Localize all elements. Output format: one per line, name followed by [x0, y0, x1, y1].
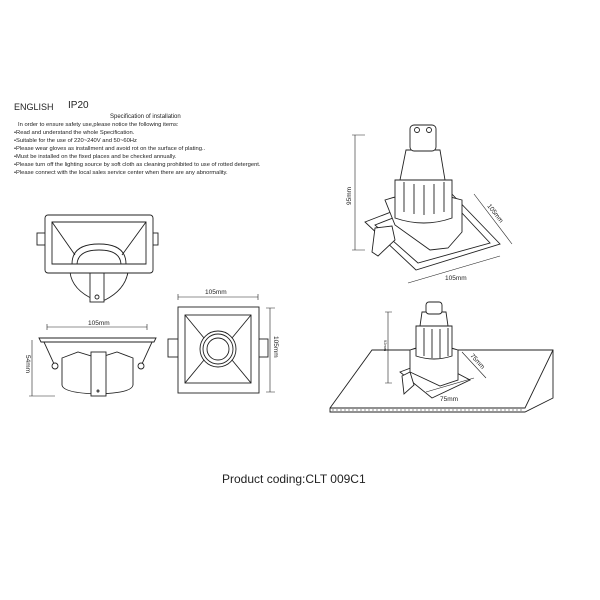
ip-rating: IP20 [68, 100, 89, 111]
front-height-label: 54mm [24, 355, 31, 373]
product-coding: Product coding:CLT 009C1 [222, 472, 366, 486]
spec-item: •Must be installed on the fixed places a… [14, 154, 177, 160]
front-view-drawing: 105mm 54mm [24, 320, 157, 397]
isometric-view-drawing: 95mm 105mm 105mm [346, 124, 513, 284]
spec-item: •Please connect with the local sales ser… [14, 170, 228, 176]
spec-item: •Suitable for the use of 220~240V and 50… [14, 138, 137, 144]
spec-intro: In order to ensure safety use,please not… [18, 122, 179, 128]
install-width-label: 75mm [440, 396, 458, 403]
spec-title: Specification of installation [110, 114, 181, 120]
top-view-drawing: 105mm 105mm [167, 289, 279, 394]
perspective-view-drawing [36, 214, 159, 303]
top-height-label: 105mm [272, 336, 279, 358]
top-width-label: 105mm [205, 289, 227, 296]
spec-item: •Please turn off the lighting source by … [14, 162, 261, 168]
front-width-label: 105mm [88, 320, 110, 327]
spec-item: •Please wear gloves as installment and a… [14, 146, 206, 152]
installed-view-drawing: 92mm 75mm 75mm [329, 301, 554, 413]
iso-height-label: 95mm [346, 187, 353, 205]
install-height-label: 92mm [383, 340, 388, 352]
spec-item: •Read and understand the whole Specifica… [14, 130, 135, 136]
language-label: ENGLISH [14, 102, 54, 112]
iso-width-label: 105mm [445, 275, 467, 282]
